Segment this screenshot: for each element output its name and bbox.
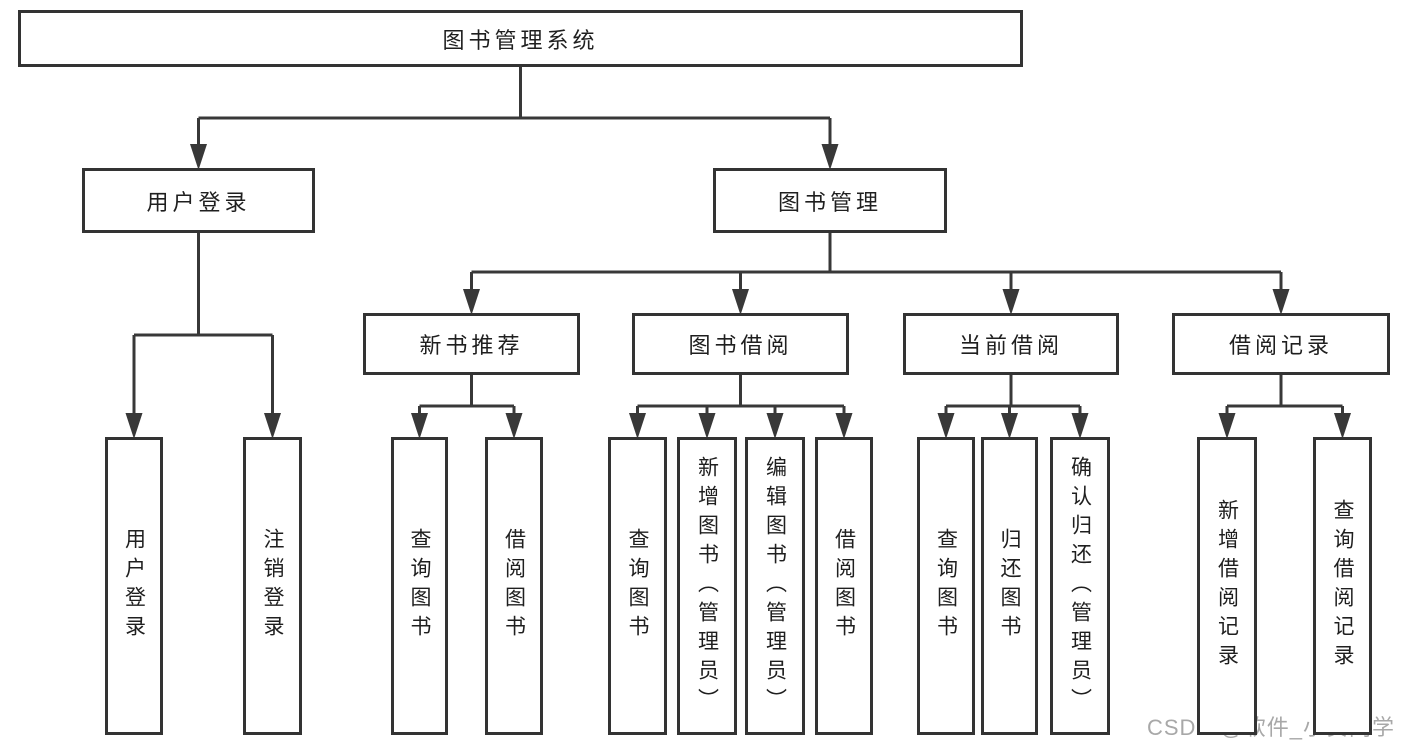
node-book-borrow: 图书借阅 — [632, 313, 849, 375]
node-label-leaf-br-query: 查询借阅记录 — [1331, 499, 1354, 673]
node-user-login: 用户登录 — [82, 168, 315, 233]
arrowhead-icon — [125, 413, 143, 439]
node-label-borrow-record: 借阅记录 — [1228, 333, 1333, 358]
node-label-root: 图书管理系统 — [442, 27, 599, 53]
arrowhead-icon — [463, 289, 480, 315]
node-leaf-bb-borrow: 借阅图书 — [815, 437, 873, 735]
arrowhead-icon — [411, 413, 428, 439]
node-label-leaf-cb-return: 归还图书 — [998, 528, 1021, 644]
node-book-mgmt: 图书管理 — [713, 168, 947, 233]
arrowhead-icon — [821, 144, 839, 170]
node-label-leaf-nb-query: 查询图书 — [408, 528, 431, 644]
node-leaf-nb-query: 查询图书 — [391, 437, 448, 735]
arrowhead-icon — [1002, 289, 1020, 315]
arrowhead-icon — [1334, 413, 1351, 439]
arrowhead-icon — [1071, 413, 1089, 439]
node-label-book-borrow: 图书借阅 — [688, 333, 793, 358]
node-label-leaf-cb-confirm: 确认归还（管理员） — [1068, 455, 1092, 717]
arrowhead-icon — [1218, 413, 1236, 439]
arrowhead-icon — [505, 413, 523, 439]
node-current-borrow: 当前借阅 — [903, 313, 1119, 375]
arrowhead-icon — [264, 413, 281, 439]
arrowhead-icon — [937, 413, 955, 439]
node-label-leaf-logout: 注销登录 — [261, 528, 284, 644]
node-label-leaf-user-login: 用户登录 — [122, 528, 146, 644]
node-leaf-cb-query: 查询图书 — [917, 437, 975, 735]
arrowhead-icon — [1272, 289, 1290, 315]
node-leaf-bb-add: 新增图书（管理员） — [677, 437, 737, 735]
node-label-leaf-br-add: 新增借阅记录 — [1215, 499, 1239, 673]
node-root: 图书管理系统 — [18, 10, 1023, 67]
node-label-leaf-bb-query: 查询图书 — [626, 528, 649, 644]
node-new-book: 新书推荐 — [363, 313, 580, 375]
arrowhead-icon — [1001, 413, 1018, 439]
node-leaf-cb-return: 归还图书 — [981, 437, 1038, 735]
node-label-leaf-bb-edit: 编辑图书（管理员） — [763, 455, 787, 717]
node-label-leaf-bb-add: 新增图书（管理员） — [695, 455, 719, 717]
arrowhead-icon — [835, 413, 853, 439]
arrowhead-icon — [698, 413, 716, 439]
node-leaf-logout: 注销登录 — [243, 437, 302, 735]
node-leaf-cb-confirm: 确认归还（管理员） — [1050, 437, 1110, 735]
node-label-user-login: 用户登录 — [146, 189, 251, 215]
node-leaf-br-query: 查询借阅记录 — [1313, 437, 1372, 735]
arrowhead-icon — [732, 289, 749, 315]
node-leaf-nb-borrow: 借阅图书 — [485, 437, 543, 735]
arrowhead-icon — [190, 144, 207, 170]
node-leaf-bb-edit: 编辑图书（管理员） — [745, 437, 805, 735]
node-label-leaf-bb-borrow: 借阅图书 — [832, 528, 856, 644]
node-leaf-bb-query: 查询图书 — [608, 437, 667, 735]
node-label-new-book: 新书推荐 — [419, 333, 524, 358]
arrowhead-icon — [766, 413, 784, 439]
node-label-leaf-nb-borrow: 借阅图书 — [502, 528, 526, 644]
node-label-leaf-cb-query: 查询图书 — [934, 528, 958, 644]
node-leaf-user-login: 用户登录 — [105, 437, 163, 735]
node-label-book-mgmt: 图书管理 — [777, 189, 882, 215]
arrowhead-icon — [629, 413, 646, 439]
node-label-current-borrow: 当前借阅 — [958, 333, 1063, 358]
node-leaf-br-add: 新增借阅记录 — [1197, 437, 1257, 735]
node-borrow-record: 借阅记录 — [1172, 313, 1390, 375]
